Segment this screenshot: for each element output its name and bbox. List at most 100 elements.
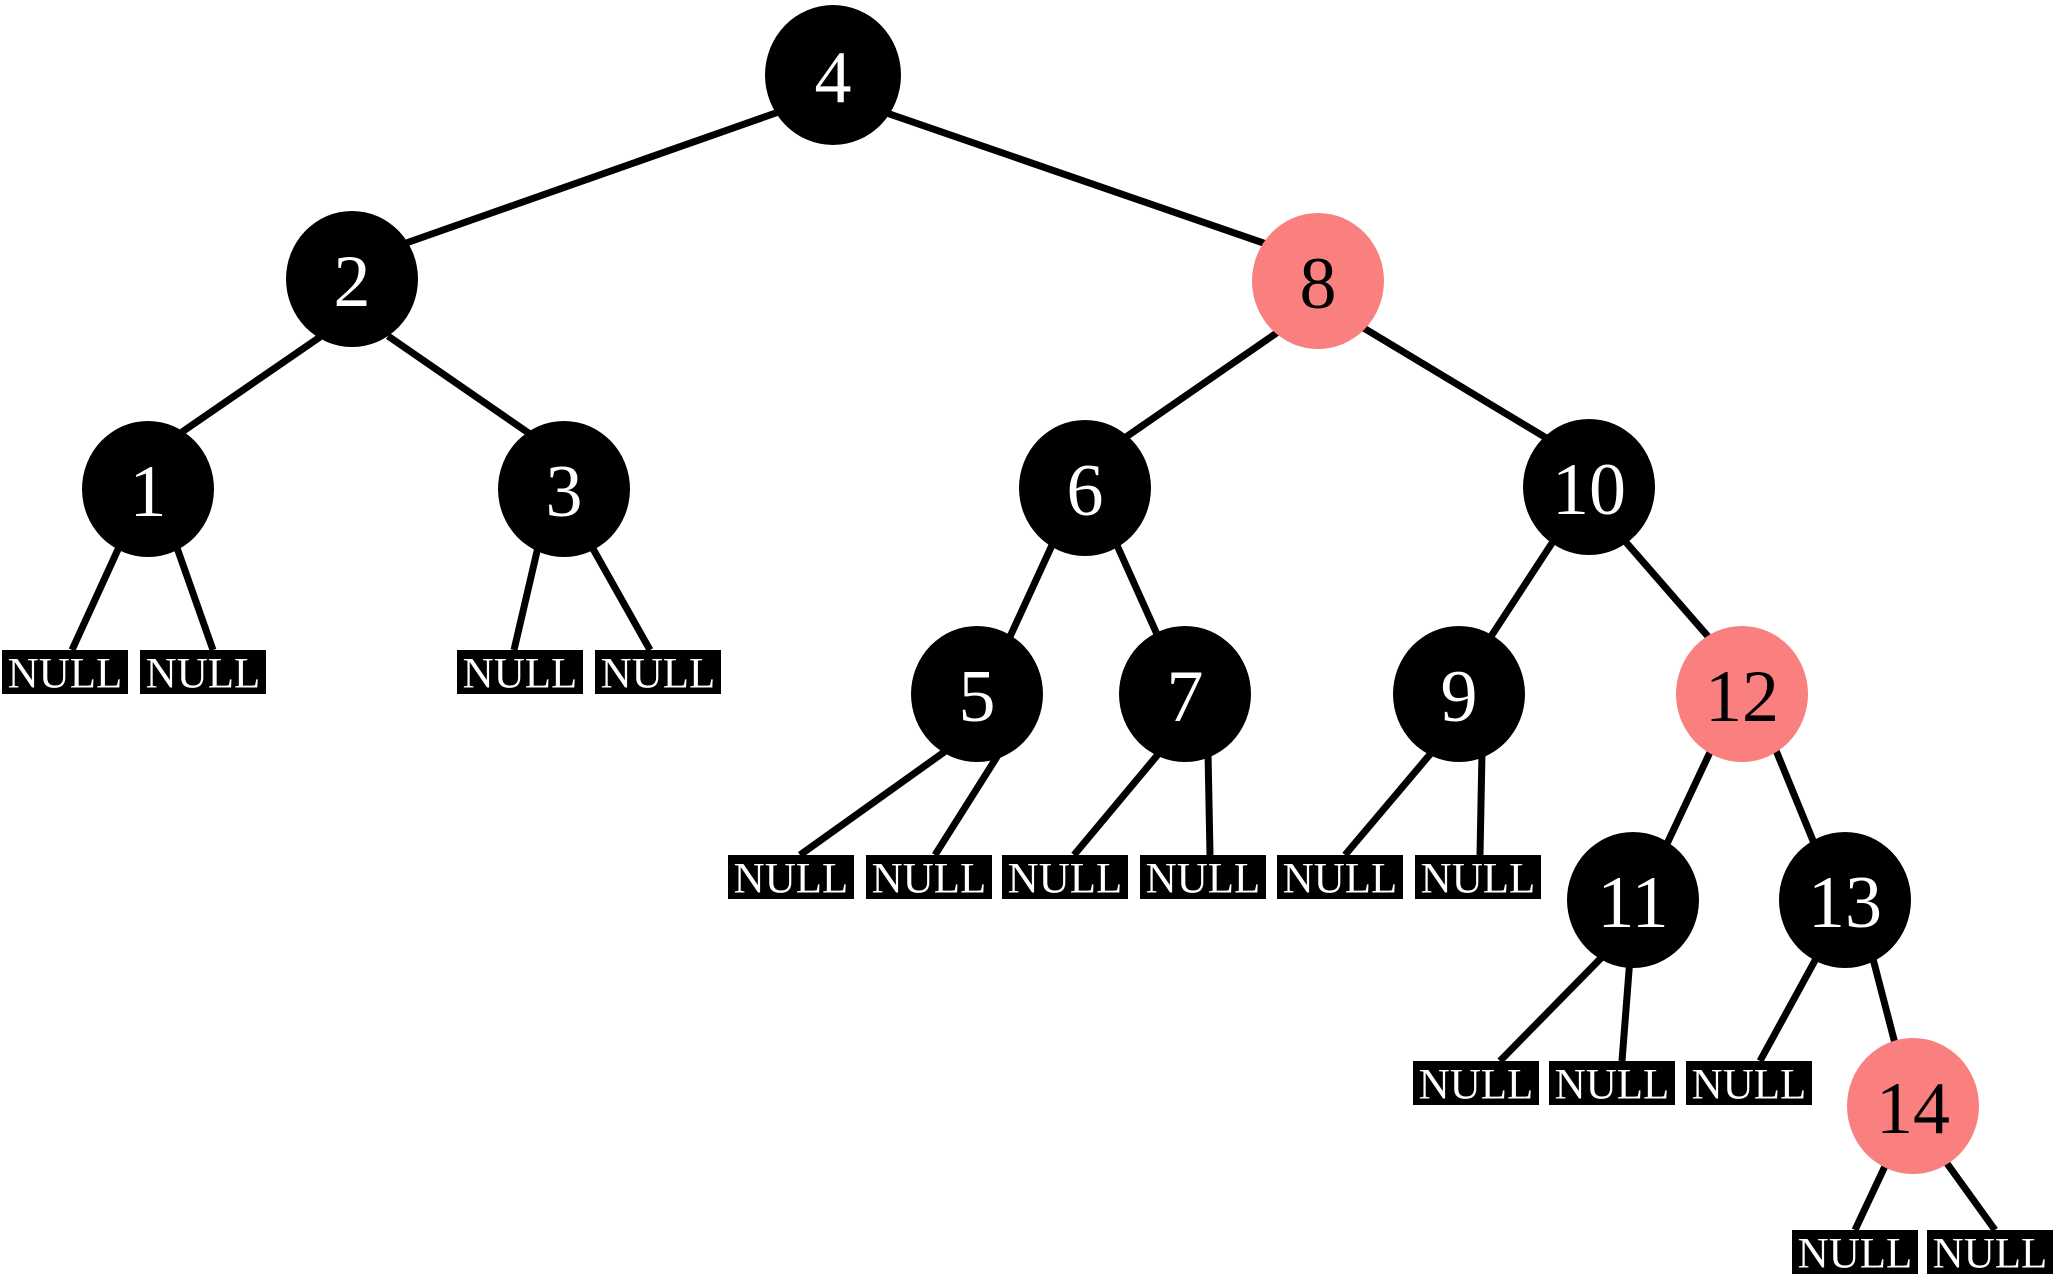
tree-node-label: 14	[1876, 1068, 1950, 1150]
null-leaf: NULL	[457, 650, 583, 698]
node-circle-black[interactable]	[1779, 832, 1911, 968]
node-circle-black[interactable]	[286, 211, 418, 347]
null-leaf-label: NULL	[463, 651, 578, 698]
tree-edge	[180, 334, 322, 435]
tree-edge	[1204, 751, 1214, 856]
tree-edge	[68, 543, 124, 652]
tree-edge	[386, 333, 532, 437]
tree-node-6[interactable]: 6	[1019, 420, 1151, 556]
tree-edge	[1497, 952, 1607, 1064]
node-circle-red[interactable]	[1847, 1038, 1979, 1174]
null-leaf-label: NULL	[1933, 1231, 2048, 1277]
tree-edge	[1124, 329, 1280, 440]
null-leaf-box	[1002, 855, 1128, 899]
tree-edge	[1071, 749, 1163, 858]
tree-edge	[797, 747, 950, 858]
tree-node-8[interactable]: 8	[1252, 213, 1384, 349]
tree-node-label: 8	[1300, 243, 1337, 325]
tree-node-13[interactable]: 13	[1779, 832, 1911, 968]
null-leaf-label: NULL	[734, 856, 849, 903]
null-leaf-label: NULL	[1419, 1062, 1534, 1109]
node-circle-black[interactable]	[1019, 420, 1151, 556]
node-circle-black[interactable]	[498, 421, 630, 557]
tree-edge	[588, 545, 654, 652]
null-leaf-label: NULL	[1798, 1231, 1913, 1277]
node-circle-black[interactable]	[82, 421, 214, 557]
null-leaf: NULL	[1415, 855, 1541, 903]
tree-edge	[1621, 537, 1715, 644]
null-leaf-label: NULL	[146, 651, 261, 698]
tree-node-14[interactable]: 14	[1847, 1038, 1979, 1174]
tree-node-10[interactable]: 10	[1523, 419, 1655, 555]
tree-node-label: 6	[1067, 450, 1104, 532]
tree-edge	[1004, 541, 1057, 643]
null-leaf-box	[595, 650, 721, 694]
null-leaf-label: NULL	[1555, 1062, 1670, 1109]
tree-edge	[1943, 1159, 1998, 1233]
null-leaf-box	[728, 855, 854, 899]
tree-node-label: 12	[1705, 656, 1779, 738]
tree-edge	[1360, 324, 1550, 442]
tree-node-5[interactable]: 5	[911, 626, 1043, 762]
null-leaf-box	[457, 650, 583, 694]
node-circle-red[interactable]	[1676, 626, 1808, 762]
null-leaf-label: NULL	[1421, 856, 1536, 903]
tree-edge	[1756, 953, 1822, 1063]
null-leaf: NULL	[2, 650, 128, 698]
null-leaf-box	[1277, 855, 1403, 899]
null-leaf-box	[1549, 1061, 1675, 1105]
null-leaf: NULL	[595, 650, 721, 698]
null-leaf: NULL	[1927, 1230, 2053, 1277]
null-leaf-label: NULL	[601, 651, 716, 698]
null-leaf: NULL	[728, 855, 854, 903]
node-circle-black[interactable]	[1119, 626, 1251, 762]
node-circle-red[interactable]	[1252, 213, 1384, 349]
null-leaves-group: NULL NULL NULL NULL NULL NULL NULL NULL NULL NULL…	[2, 650, 2053, 1277]
node-circle-black[interactable]	[1567, 832, 1699, 968]
tree-edge	[390, 104, 792, 252]
tree-edge	[172, 543, 217, 652]
null-leaf: NULL	[1277, 855, 1403, 903]
node-circle-black[interactable]	[911, 626, 1043, 762]
null-leaf: NULL	[1140, 855, 1266, 903]
tree-node-7[interactable]: 7	[1119, 626, 1251, 762]
null-leaf-box	[1415, 855, 1541, 899]
tree-node-12[interactable]: 12	[1676, 626, 1808, 762]
null-leaf-box	[1413, 1061, 1539, 1105]
tree-edge	[1112, 541, 1164, 643]
tree-edge	[1661, 746, 1716, 850]
null-leaf-label: NULL	[8, 651, 123, 698]
tree-edge	[1476, 751, 1486, 856]
null-leaf-box	[2, 650, 128, 694]
tree-edge	[876, 106, 1277, 251]
tree-node-label: 7	[1167, 656, 1204, 738]
node-circle-black[interactable]	[765, 5, 901, 145]
tree-node-4[interactable]: 4	[765, 5, 901, 145]
tree-edge	[1618, 957, 1634, 1062]
node-circle-black[interactable]	[1523, 419, 1655, 555]
null-leaf-label: NULL	[872, 856, 987, 903]
tree-node-label: 1	[130, 451, 167, 533]
null-leaf-label: NULL	[1146, 856, 1261, 903]
tree-node-9[interactable]: 9	[1393, 626, 1525, 762]
null-leaf-label: NULL	[1283, 856, 1398, 903]
tree-edges-group	[68, 104, 1998, 1233]
tree-node-3[interactable]: 3	[498, 421, 630, 557]
tree-node-1[interactable]: 1	[82, 421, 214, 557]
null-leaf-box	[866, 855, 992, 899]
null-leaf: NULL	[866, 855, 992, 903]
tree-edge	[1868, 954, 1902, 1056]
tree-node-label: 9	[1441, 656, 1478, 738]
tree-node-11[interactable]: 11	[1567, 832, 1699, 968]
node-circle-black[interactable]	[1393, 626, 1525, 762]
tree-node-label: 5	[959, 656, 996, 738]
null-leaf-box	[1140, 855, 1266, 899]
null-leaf: NULL	[1686, 1061, 1812, 1109]
tree-node-label: 3	[546, 451, 583, 533]
tree-node-2[interactable]: 2	[286, 211, 418, 347]
null-leaf: NULL	[1792, 1230, 1918, 1277]
tree-edge	[1851, 1162, 1890, 1232]
